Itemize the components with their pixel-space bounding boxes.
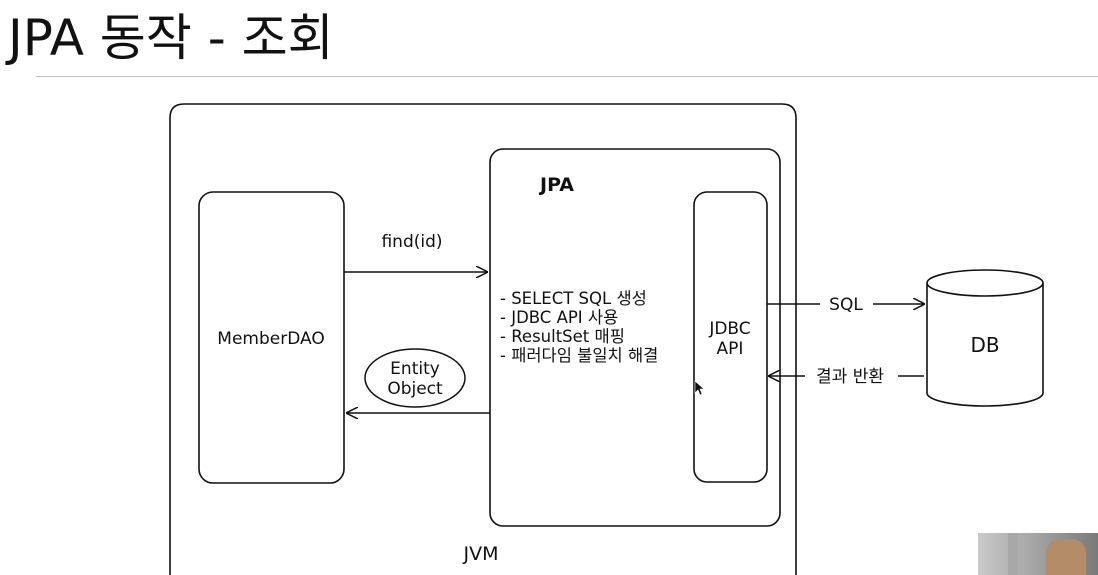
title-divider bbox=[36, 76, 1098, 77]
member-dao-label: MemberDAO bbox=[217, 329, 324, 349]
jpa-box bbox=[489, 148, 781, 527]
presenter-webcam-thumbnail bbox=[978, 533, 1098, 575]
result-label: 결과 반환 bbox=[816, 367, 884, 387]
sql-label: SQL bbox=[829, 295, 863, 315]
entity-object-line2: Object bbox=[387, 379, 443, 399]
jdbc-api-line1: JDBC bbox=[708, 319, 750, 339]
step-paradigm-mismatch: - 패러다임 불일치 해결 bbox=[500, 346, 658, 365]
jvm-label: JVM bbox=[463, 543, 499, 565]
find-id-label: find(id) bbox=[381, 232, 442, 252]
step-select-sql: - SELECT SQL 생성 bbox=[500, 289, 647, 308]
jdbc-api-box bbox=[693, 191, 768, 483]
entity-object-line1: Entity bbox=[390, 359, 440, 379]
step-resultset-mapping: - ResultSet 매핑 bbox=[500, 327, 625, 346]
mouse-cursor-icon bbox=[694, 380, 705, 396]
db-cylinder bbox=[926, 269, 1044, 407]
jpa-label: JPA bbox=[538, 174, 574, 196]
entity-object-ellipse bbox=[364, 348, 466, 408]
webcam-background-shape bbox=[1008, 533, 1018, 575]
jdbc-api-line2: API bbox=[717, 339, 744, 359]
webcam-figure-shape bbox=[1046, 539, 1086, 575]
member-dao-box bbox=[198, 191, 345, 484]
db-label: DB bbox=[970, 333, 999, 357]
jvm-box bbox=[169, 103, 797, 575]
step-jdbc-api: - JDBC API 사용 bbox=[500, 308, 618, 327]
slide-title: JPA 동작 - 조회 bbox=[8, 9, 334, 67]
